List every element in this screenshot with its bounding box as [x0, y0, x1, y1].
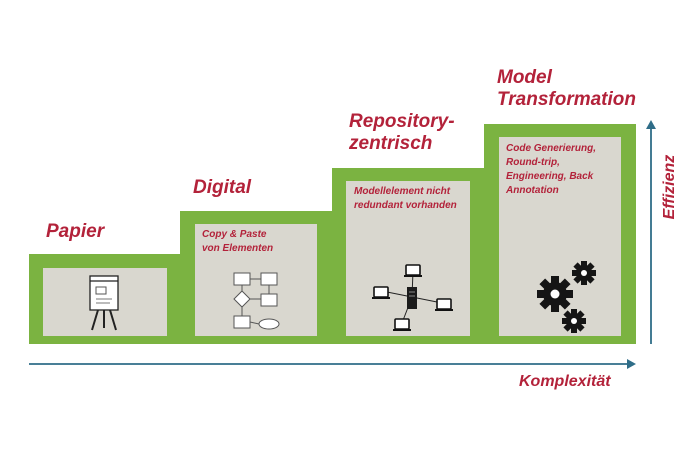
stage-desc-transformation: Code Generierung, Round-trip, Engineerin…: [506, 143, 597, 196]
y-axis-label: Effizienz: [661, 154, 678, 220]
gears-icon: [537, 261, 596, 333]
network-server-icon: [372, 264, 453, 331]
stage-title-digital: Digital: [193, 177, 252, 198]
stage-desc-repository: Modellelement nicht redundant vorhanden: [354, 186, 457, 211]
stage-title-repository: Repository- zentrisch: [349, 111, 455, 154]
flipchart-icon: [89, 275, 119, 331]
stage-desc-digital: Copy & Paste von Elementen: [202, 229, 274, 254]
stage-digital-panel: [195, 224, 317, 336]
flowchart-icon: [233, 272, 280, 330]
x-axis-label: Komplexität: [519, 373, 611, 390]
stage-title-papier: Papier: [46, 221, 105, 242]
stage-title-transformation: Model Transformation: [497, 67, 637, 110]
